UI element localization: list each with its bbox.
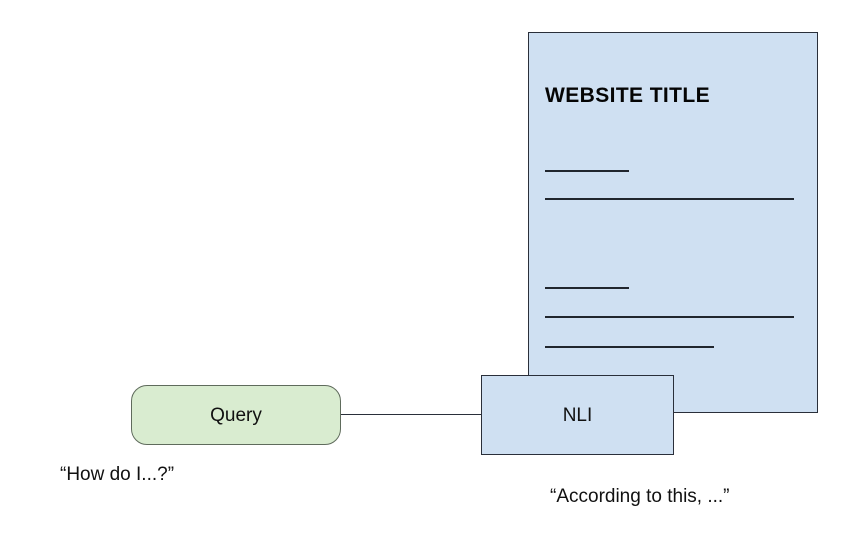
answer-caption-text: “According to this, ...” — [550, 486, 730, 507]
document-text-line-1 — [545, 170, 629, 172]
website-document-node[interactable] — [528, 32, 818, 413]
nli-node[interactable]: NLI — [481, 375, 674, 455]
website-title-text: WEBSITE TITLE — [545, 84, 711, 107]
document-text-line-3 — [545, 287, 629, 289]
query-to-nli-connector — [341, 414, 482, 415]
query-caption-text: “How do I...?” — [60, 464, 175, 485]
document-text-line-5 — [545, 346, 714, 348]
query-node-label: Query — [210, 404, 262, 426]
nli-node-label: NLI — [562, 404, 593, 426]
document-text-line-2 — [545, 198, 794, 200]
document-text-line-4 — [545, 316, 794, 318]
query-node[interactable]: Query — [131, 385, 341, 445]
